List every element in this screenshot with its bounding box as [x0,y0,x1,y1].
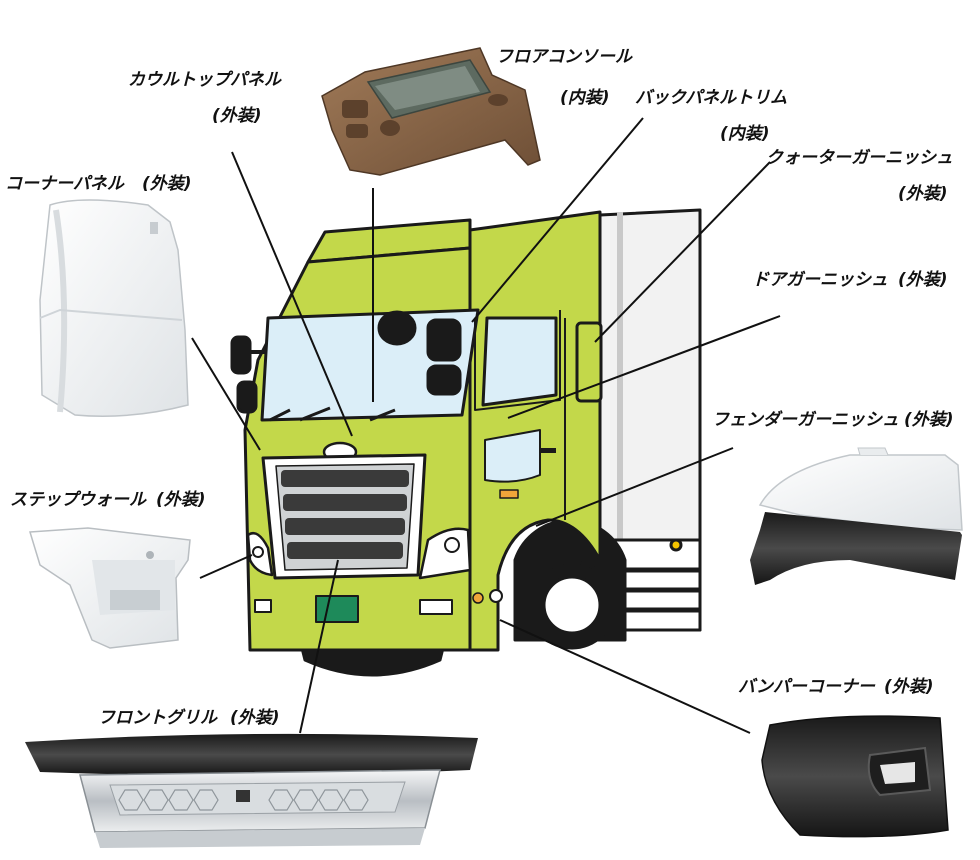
label-corner-panel-type: (外装) [142,174,192,194]
headlight-left [246,531,274,577]
label-step-wall: ステップウォール [10,490,146,510]
label-bumper-corner: バンパーコーナー [738,677,875,697]
step-wall-part [29,527,191,649]
label-door-garnish-type: (外装) [898,270,948,290]
label-back-panel-trim: バックパネルトリム [635,88,788,108]
truck [230,208,702,677]
leader-lines [191,117,781,734]
corner-panel-part [39,199,189,417]
label-corner-panel: コーナーパネル [5,174,124,194]
front-grille-part [25,733,478,848]
label-cowl-top-panel: カウルトップパネル [128,70,281,90]
label-front-grille-type: (外装) [230,708,280,728]
bumper-corner-part [761,715,949,838]
floor-console-part [321,47,541,176]
label-bumper-corner-type: (外装) [884,677,934,697]
windshield [260,308,480,422]
label-fender-garnish: フェンダーガーニッシュ [712,410,899,430]
label-floor-console-type: (内装) [560,88,610,108]
label-step-wall-type: (外装) [156,490,206,510]
fender-garnish-part [750,447,963,585]
label-front-grille: フロントグリル [98,708,217,728]
side-window [481,316,558,407]
label-floor-console: フロアコンソール [496,47,632,67]
label-door-garnish: ドアガーニッシュ [752,270,888,290]
label-fender-garnish-type: (外装) [904,410,954,430]
label-back-panel-trim-type: (内装) [720,124,770,144]
cab-front [243,246,472,652]
label-quarter-garnish-type: (外装) [898,184,948,204]
license-plate [315,595,359,623]
label-quarter-garnish: クォーターガーニッシュ [766,148,953,168]
label-cowl-top-panel-type: (外装) [212,106,262,126]
grille-bars [281,470,409,559]
